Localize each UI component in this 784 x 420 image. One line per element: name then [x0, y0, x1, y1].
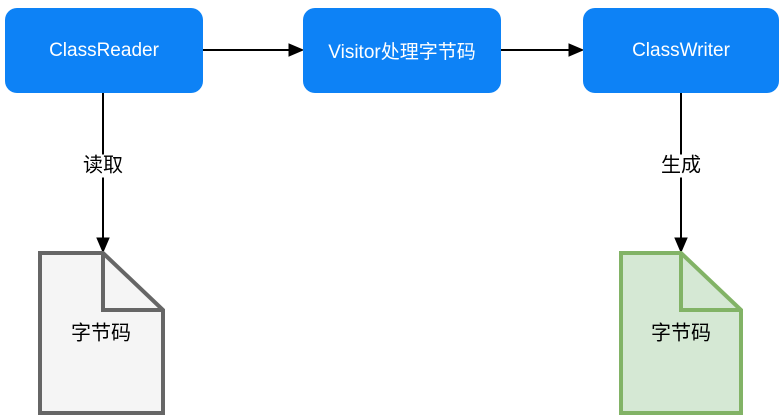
folded-corner-icon [101, 253, 163, 312]
node-classwriter-label: ClassWriter [632, 39, 730, 61]
edge-label-read: 读取 [81, 154, 125, 178]
node-visitor-process: Visitor处理字节码 [303, 8, 501, 93]
edge-label-generate: 生成 [659, 154, 703, 178]
node-classreader: ClassReader [5, 8, 203, 93]
document-bytecode-output-label: 字节码 [651, 322, 711, 345]
document-bytecode-output [619, 251, 743, 415]
node-classreader-label: ClassReader [49, 39, 159, 61]
arrowhead-right-icon [288, 43, 305, 57]
node-visitor-process-label: Visitor处理字节码 [328, 42, 476, 63]
folded-corner-icon [679, 253, 741, 312]
edge-reader-to-visitor [203, 43, 305, 57]
node-classwriter: ClassWriter [583, 8, 779, 93]
arrowhead-right-icon [568, 43, 585, 57]
document-shape [38, 251, 165, 415]
document-bytecode-input-label: 字节码 [71, 322, 131, 345]
arrowhead-down-icon [96, 237, 110, 254]
edge-visitor-to-writer [501, 43, 585, 57]
document-bytecode-input [38, 251, 165, 415]
document-shape [619, 251, 743, 415]
arrowhead-down-icon [674, 237, 688, 254]
